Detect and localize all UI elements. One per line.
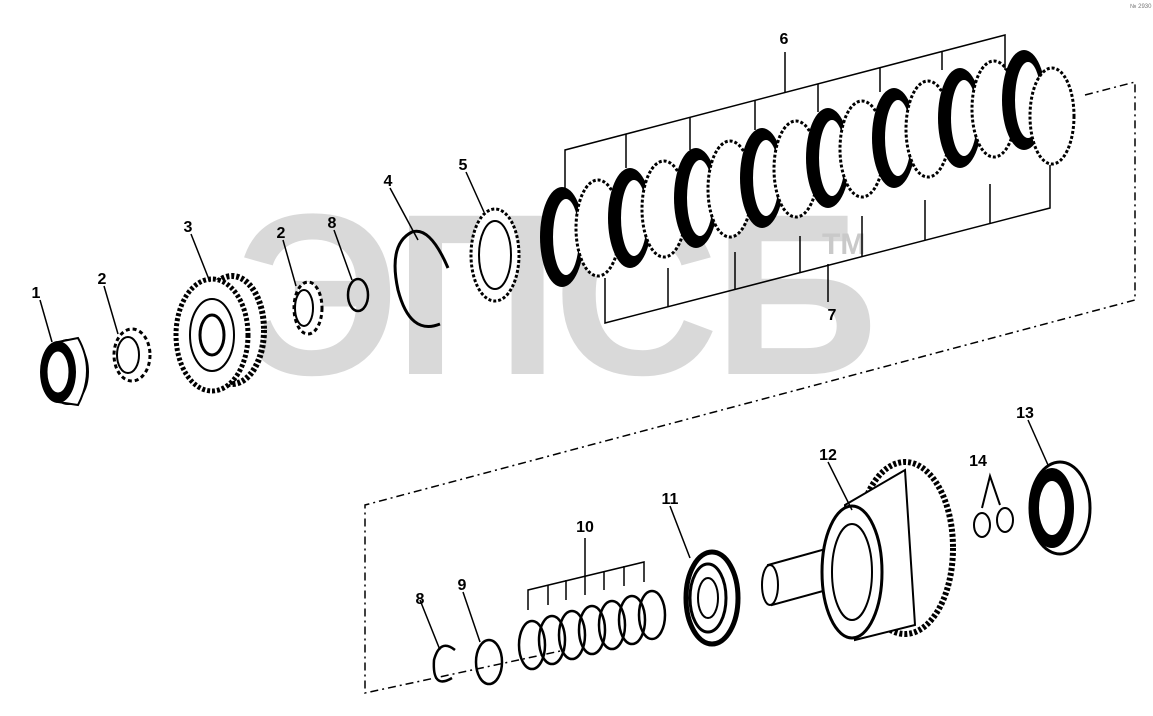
label-part-12: 12 [819,447,837,464]
label-part-6: 6 [780,31,789,48]
watermark-trademark: TM [822,228,866,261]
part-5-pressure-plate[interactable] [469,207,521,303]
part-2-needle-bearing[interactable] [112,327,152,383]
leader-lines [39,171,1049,651]
bracket-7 [604,165,1051,324]
label-part-11: 11 [662,491,679,508]
label-part-2: 2 [98,271,107,288]
label-part-8-lower: 8 [416,591,425,608]
part-11-bearing[interactable] [683,549,741,647]
label-part-14: 14 [969,453,987,470]
label-part-10: 10 [576,519,594,536]
label-part-2-second: 2 [277,225,286,242]
label-part-7: 7 [828,307,837,324]
label-part-1: 1 [32,285,41,302]
label-part-4: 4 [384,173,393,190]
label-part-13: 13 [1016,405,1034,422]
part-2-needle-bearing-second[interactable] [292,280,324,336]
part-8-snap-ring[interactable] [346,277,370,313]
label-part-3: 3 [184,219,193,236]
dashed-connector-line [364,81,1136,694]
part-10-seal-rings[interactable] [517,589,667,671]
part-8-snap-ring-lower[interactable] [432,644,456,683]
part-13-seal[interactable] [1028,460,1092,556]
label-part-5: 5 [459,157,468,174]
label-part-9: 9 [458,577,467,594]
part-14-small-rings[interactable] [973,472,1014,538]
corner-note: № 2930 [1130,4,1152,10]
part-1-bearing[interactable] [40,336,89,407]
clutch-pack-6-7[interactable] [540,50,1076,287]
part-4-large-snap-ring[interactable] [393,229,450,328]
bracket-6 [564,34,1006,188]
bracket-10 [527,538,645,610]
part-12-shaft-and-drum[interactable] [761,459,956,642]
part-3-gear[interactable] [173,273,267,394]
label-part-8: 8 [328,215,337,232]
part-9-ring[interactable] [474,638,504,686]
